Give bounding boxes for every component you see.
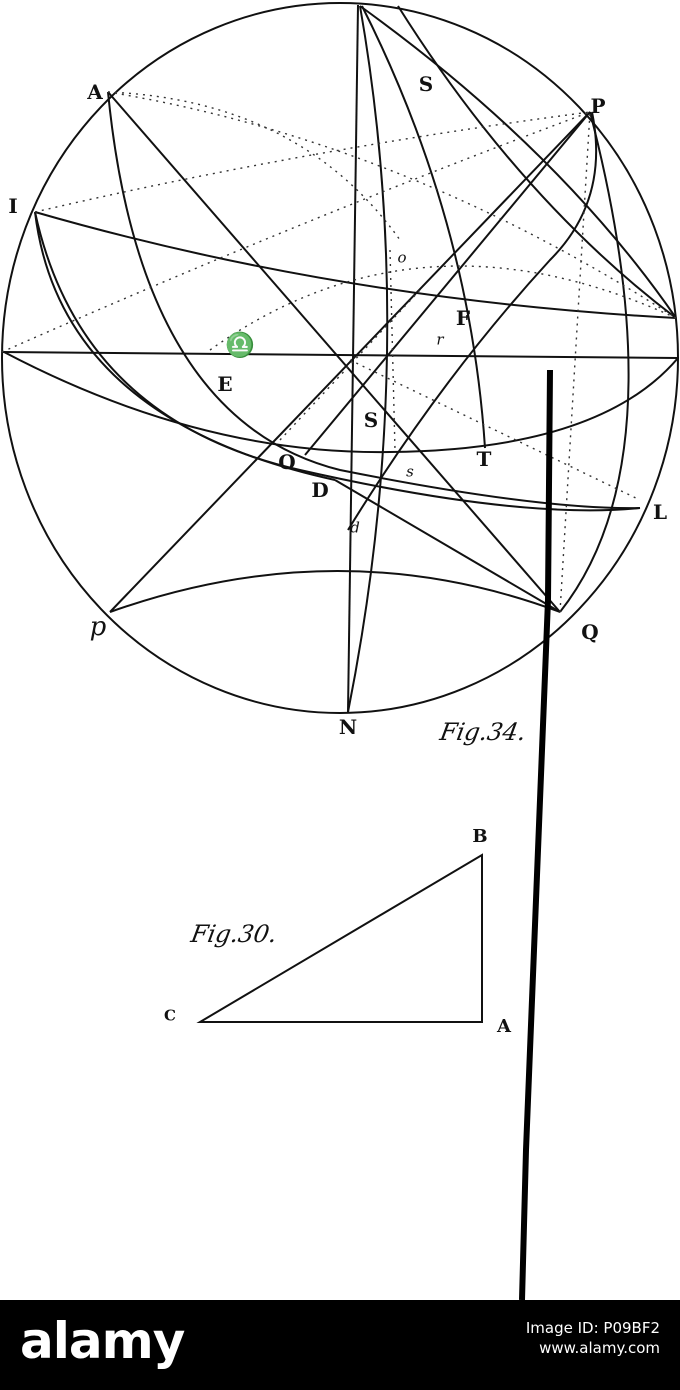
figure-34-diagram	[1, 2, 679, 1300]
libra-symbol: ♎	[225, 331, 255, 359]
label-a: A	[87, 80, 103, 104]
circle-to-l	[397, 5, 677, 319]
footer-image-info: Image ID: P09BF2 www.alamy.com	[526, 1318, 660, 1359]
line-a-q	[107, 91, 561, 613]
label-q: Q	[581, 620, 599, 644]
figure-30-caption: Fig.30.	[188, 920, 280, 948]
image-id-text: Image ID: P09BF2	[525, 1319, 660, 1337]
label-i: I	[8, 194, 18, 218]
site-url-text: www.alamy.com	[539, 1339, 660, 1358]
label-d: D	[311, 478, 329, 502]
dotted-arc-4	[209, 265, 677, 351]
label-s-top: S	[418, 72, 434, 96]
figure-30-diagram	[196, 853, 483, 1023]
line-d-q	[334, 479, 561, 613]
dotted-line-4	[279, 289, 421, 441]
label-p: P	[590, 94, 606, 118]
label-d-small: d	[350, 518, 360, 537]
dotted-line-1	[349, 359, 641, 501]
label-a-triangle: A	[497, 1016, 511, 1037]
vertical-circle-t	[361, 5, 486, 449]
label-t: T	[476, 447, 492, 471]
right-circle-q	[559, 111, 630, 613]
label-l: L	[652, 500, 668, 524]
alamy-logo: alamy	[20, 1312, 185, 1370]
hour-circle-s	[347, 5, 389, 713]
horizon-line	[1, 351, 679, 359]
dotted-arc-1	[107, 91, 677, 319]
plate-crack	[519, 369, 553, 1300]
dotted-arc-3	[1, 111, 591, 353]
label-b: B	[472, 826, 488, 847]
axis-parallel	[347, 111, 598, 531]
dotted-arc-2	[34, 111, 591, 213]
line-o-p	[304, 111, 591, 456]
curve-i-d	[34, 211, 336, 481]
circle-zenith-right	[359, 5, 677, 319]
horizon-ellipse-lower	[3, 351, 679, 454]
label-e: E	[217, 372, 233, 396]
circle-p-q	[109, 570, 561, 613]
label-s-small: s	[406, 462, 414, 481]
label-o: O	[278, 450, 296, 474]
equator-circle	[107, 91, 641, 510]
stock-footer-bar: alamy Image ID: P09BF2 www.alamy.com	[0, 1300, 680, 1390]
label-c: C	[164, 1006, 176, 1025]
axis-line	[109, 111, 591, 613]
dotted-line-2	[559, 111, 591, 613]
label-f: F	[455, 306, 471, 330]
label-s-center: S	[363, 408, 379, 432]
label-p-small: p	[89, 612, 107, 642]
label-n: N	[338, 715, 358, 739]
figure-34-caption: Fig.34.	[437, 718, 529, 746]
dotted-arc-5	[107, 91, 401, 241]
engraved-plate: A I S P o F r ♎ E S O T D s d L p Q N Fi…	[0, 0, 680, 1300]
triangle-abc	[196, 853, 483, 1023]
label-r: r	[436, 330, 444, 349]
label-o-small: o	[397, 248, 407, 267]
